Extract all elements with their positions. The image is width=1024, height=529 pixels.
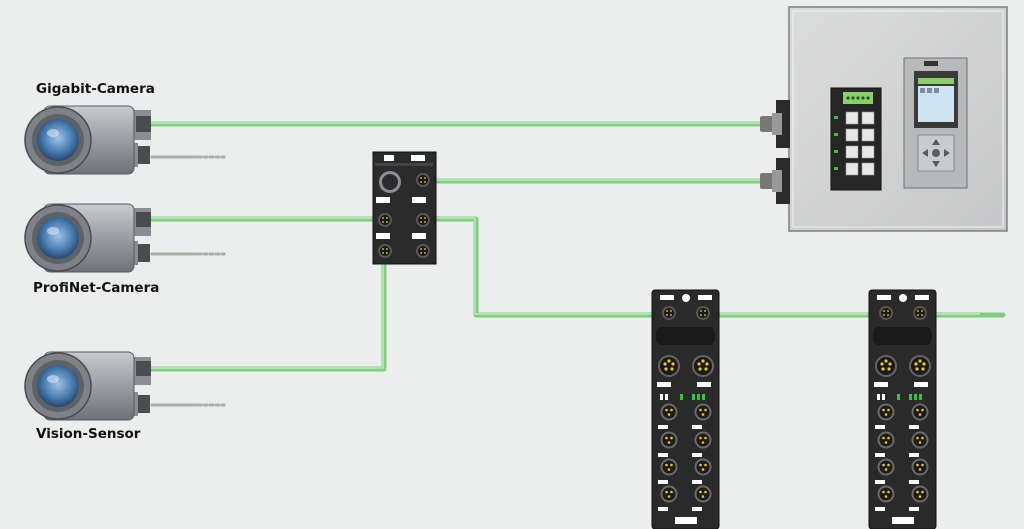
plc-icon	[903, 57, 968, 189]
io-module-icon	[651, 289, 720, 529]
camera-icon	[24, 351, 151, 421]
gigabit-camera-label: Gigabit-Camera	[36, 81, 155, 97]
io-module-icon	[868, 289, 937, 529]
cabinet-gland-connector-1	[760, 100, 790, 148]
cabinet-gland-connector-2	[760, 158, 790, 204]
vision-sensor-label: Vision-Sensor	[36, 426, 141, 442]
camera-icon	[24, 105, 151, 175]
cable-vision-to-hub	[147, 259, 387, 372]
cable-hub-to-io-chain	[433, 216, 1003, 318]
profinet-camera-label: ProfiNet-Camera	[33, 280, 160, 296]
control-cabinet	[760, 6, 1008, 232]
connector-icon	[372, 151, 437, 265]
camera-icon	[24, 203, 151, 273]
switch-icon	[830, 87, 882, 191]
